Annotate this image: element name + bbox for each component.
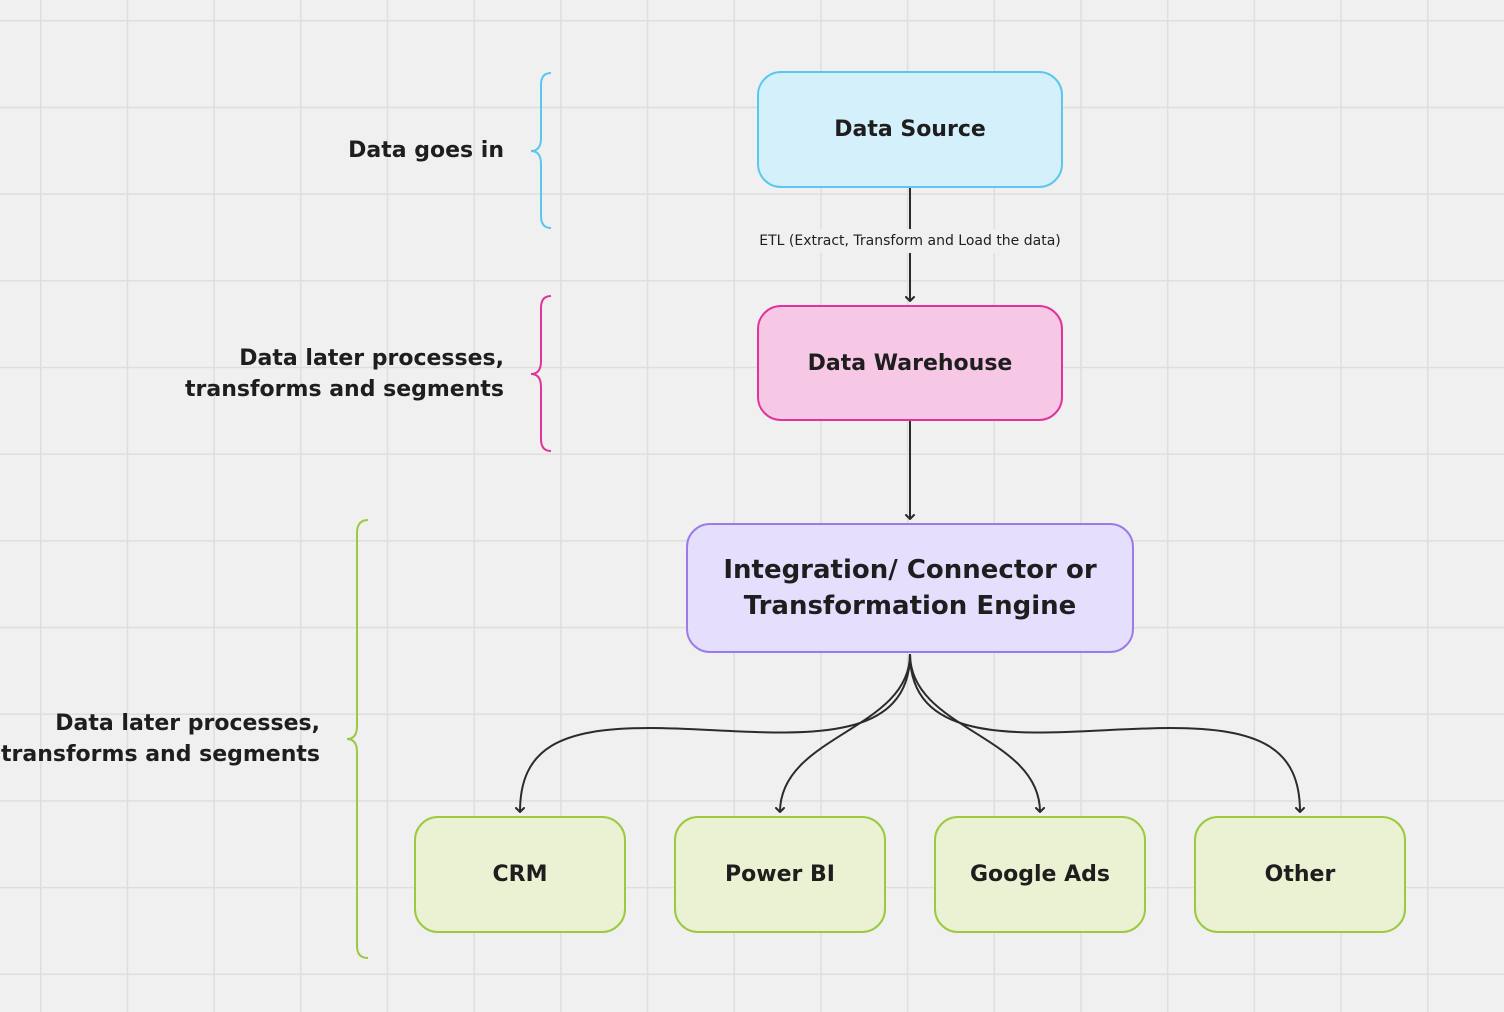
other-label: Other (1264, 862, 1336, 887)
data-source-node[interactable]: Data Source (757, 71, 1063, 188)
data-source-label: Data Source (834, 117, 986, 142)
edge-engine-to-other (909, 653, 1305, 813)
power-bi-label: Power BI (725, 862, 835, 887)
crm-label: CRM (492, 862, 548, 887)
edge-engine-to-crm (515, 653, 911, 813)
edge-engine-to-power-bi (775, 653, 911, 813)
edge-engine-to-google-ads (909, 653, 1045, 813)
transformation-engine-label: Integration/ Connector or Transformation… (723, 555, 1097, 621)
bracket-data-in (530, 72, 552, 229)
power-bi-node[interactable]: Power BI (674, 816, 886, 933)
output-stage-annotation: Data later processes, transforms and seg… (1, 711, 320, 767)
google-ads-label: Google Ads (969, 862, 1111, 887)
transformation-engine-node[interactable]: Integration/ Connector or Transformation… (686, 523, 1134, 653)
data-goes-in-annotation: Data goes in (348, 138, 504, 163)
bracket-output-stage (346, 519, 369, 959)
data-warehouse-label: Data Warehouse (807, 350, 1013, 376)
crm-node[interactable]: CRM (414, 816, 626, 933)
other-node[interactable]: Other (1194, 816, 1406, 933)
etl-edge-label: ETL (Extract, Transform and Load the dat… (740, 229, 1080, 253)
bracket-warehouse-stage (530, 295, 552, 452)
warehouse-stage-annotation: Data later processes, transforms and seg… (185, 346, 504, 402)
google-ads-node[interactable]: Google Ads (934, 816, 1146, 933)
data-warehouse-node[interactable]: Data Warehouse (757, 305, 1063, 421)
